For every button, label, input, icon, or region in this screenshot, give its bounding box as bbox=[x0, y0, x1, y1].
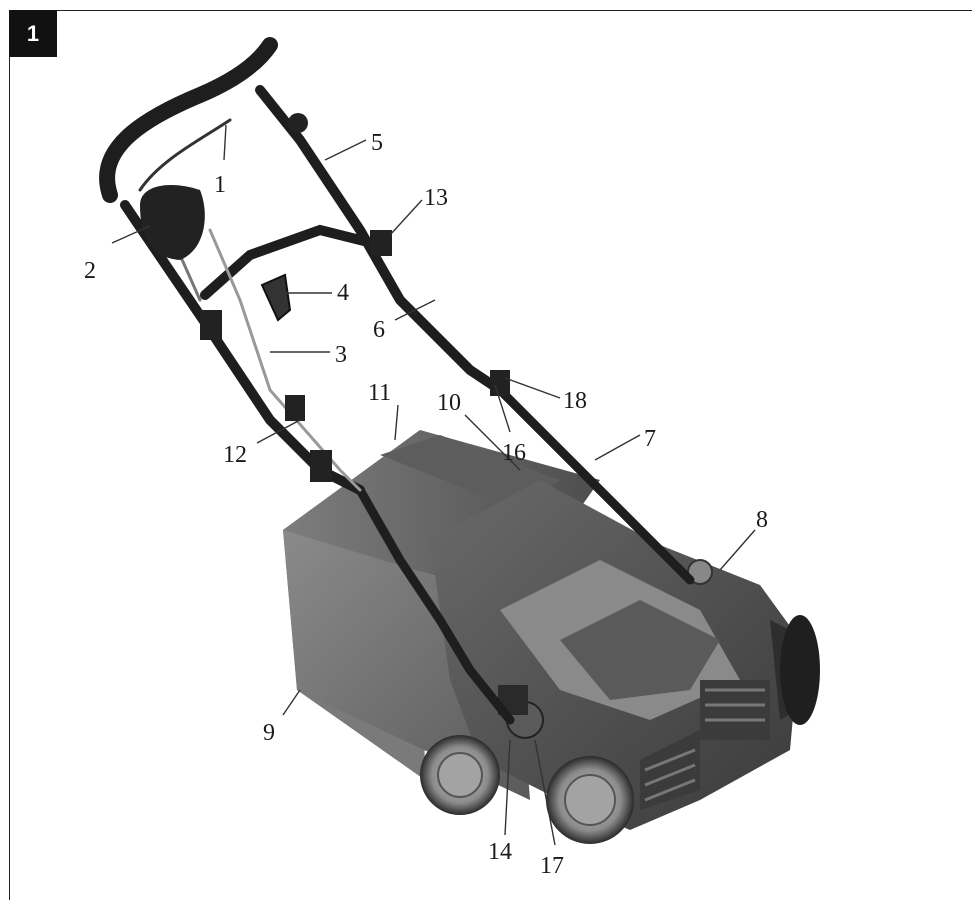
callout-14: 14 bbox=[488, 839, 512, 865]
frame-top-border bbox=[9, 10, 972, 11]
callout-7: 7 bbox=[644, 426, 656, 452]
callout-2: 2 bbox=[84, 258, 96, 284]
callout-18: 18 bbox=[563, 388, 587, 414]
handle-parts bbox=[140, 113, 510, 482]
callout-9: 9 bbox=[263, 720, 275, 746]
leader-lines bbox=[111, 124, 756, 846]
callout-11: 11 bbox=[368, 380, 391, 406]
callout-13: 13 bbox=[424, 185, 448, 211]
callout-5: 5 bbox=[371, 130, 383, 156]
wheels bbox=[420, 615, 820, 844]
callout-12: 12 bbox=[223, 442, 247, 468]
callout-6: 6 bbox=[373, 317, 385, 343]
frame-left-border bbox=[9, 10, 10, 900]
callout-10: 10 bbox=[437, 390, 461, 416]
callout-17: 17 bbox=[540, 853, 564, 879]
callout-16: 16 bbox=[502, 440, 526, 466]
handle-frame bbox=[99, 37, 695, 725]
rear-wheel bbox=[780, 615, 820, 725]
callout-labels: 1 2 3 4 5 6 7 8 9 10 11 12 13 14 16 17 1… bbox=[84, 130, 768, 879]
callout-3: 3 bbox=[335, 342, 347, 368]
callout-4: 4 bbox=[337, 280, 349, 306]
figure-number-badge: 1 bbox=[9, 10, 57, 57]
callout-8: 8 bbox=[756, 507, 768, 533]
callout-1: 1 bbox=[214, 172, 226, 198]
